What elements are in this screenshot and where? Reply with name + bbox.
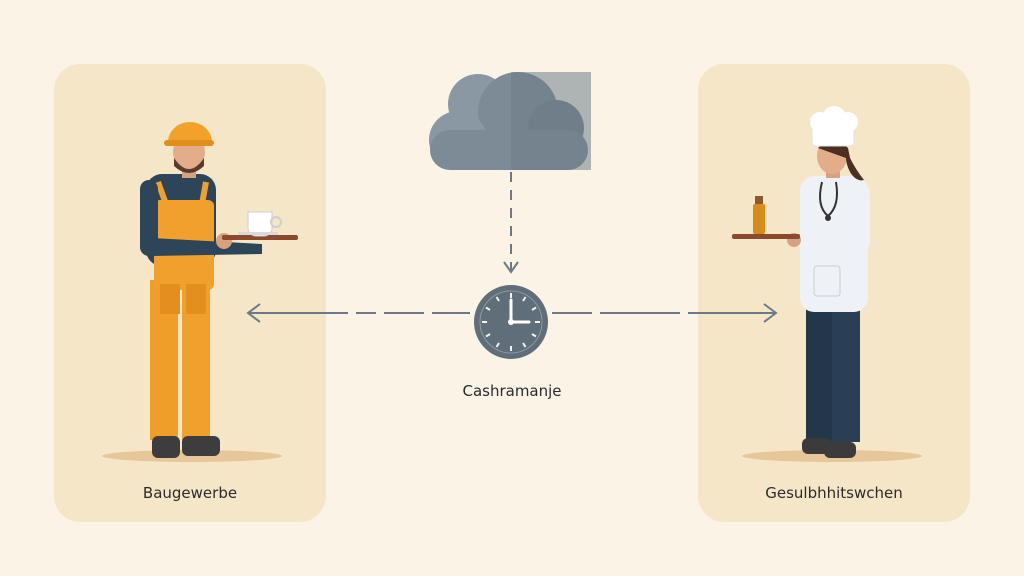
- cloud-to-clock-arrow: [503, 172, 519, 274]
- construction-label: Baugewerbe: [142, 484, 238, 502]
- construction-worker-figure: [102, 122, 298, 462]
- clock-icon: [474, 285, 548, 359]
- healthcare-worker-figure: [732, 106, 922, 462]
- center-label: Cashramanje: [462, 382, 562, 400]
- healthcare-label: Gesulbhhitswchen: [765, 484, 903, 502]
- right-arrow: [552, 303, 778, 323]
- left-arrow: [246, 303, 470, 323]
- cloud-icon: [429, 72, 591, 170]
